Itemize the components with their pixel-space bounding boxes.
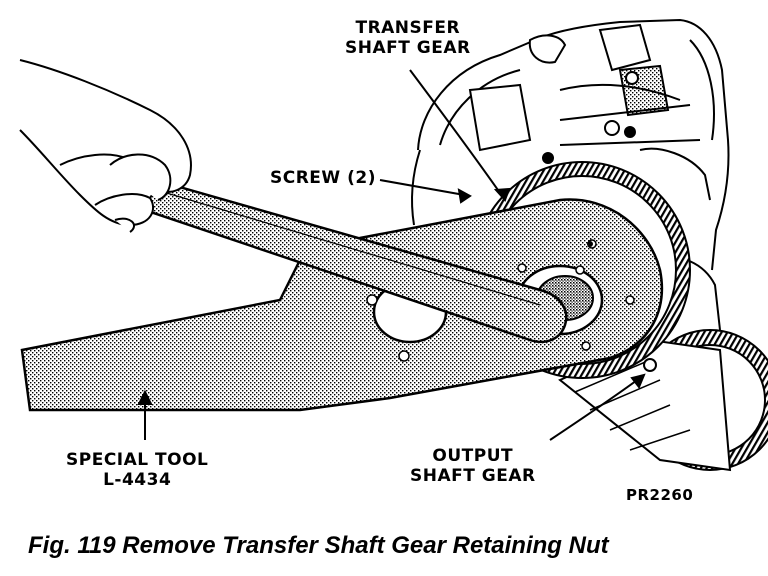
- leader-lines: [137, 69, 646, 441]
- label-output-shaft-gear-line2: SHAFT GEAR: [410, 466, 536, 486]
- reference-code: PR2260: [626, 486, 694, 504]
- label-transfer-shaft-gear-line1: TRANSFER: [355, 18, 461, 38]
- label-screw: SCREW (2): [270, 168, 376, 188]
- label-special-tool: SPECIAL TOOL L-4434: [66, 450, 208, 490]
- label-output-shaft-gear-line1: OUTPUT: [432, 446, 514, 466]
- label-transfer-shaft-gear: TRANSFER SHAFT GEAR: [345, 18, 471, 58]
- label-special-tool-line1: SPECIAL TOOL: [66, 450, 209, 470]
- hand: [19, 59, 192, 233]
- figure-caption: Fig. 119 Remove Transfer Shaft Gear Reta…: [28, 532, 609, 559]
- label-transfer-shaft-gear-line2: SHAFT GEAR: [345, 38, 471, 58]
- label-special-tool-line2: L-4434: [103, 470, 172, 490]
- label-screw-text: SCREW (2): [270, 168, 376, 188]
- label-output-shaft-gear: OUTPUT SHAFT GEAR: [410, 446, 536, 486]
